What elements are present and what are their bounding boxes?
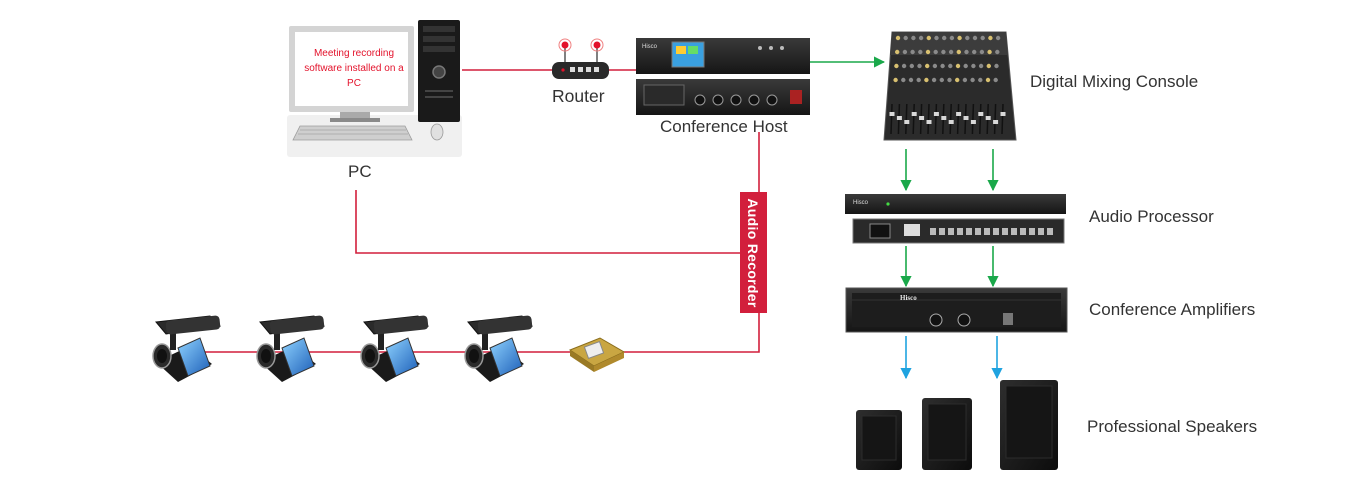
processor-ports <box>930 228 1053 235</box>
audio-processor-icon <box>845 194 1066 244</box>
conference-microphone-icon <box>256 315 326 382</box>
amplifier-icon <box>845 287 1068 333</box>
host-brand-text: Hisco <box>642 44 658 50</box>
router-icon <box>552 38 609 79</box>
audio-recorder-label: Audio Recorder <box>745 198 761 308</box>
pc-label: PC <box>348 162 372 181</box>
conference-microphone-icon <box>360 315 430 382</box>
audio-processor-label: Audio Processor <box>1089 207 1214 226</box>
pc-screen-line-2: software installed on a PC <box>304 63 404 89</box>
speakers-label: Professional Speakers <box>1087 417 1258 436</box>
conference-microphone-icon <box>152 315 222 382</box>
mixing-console-label: Digital Mixing Console <box>1030 72 1199 91</box>
floor-socket-icon <box>568 337 626 372</box>
pc-recorder-link <box>355 190 740 254</box>
speaker-icon <box>856 380 1058 470</box>
recorder-socket-link <box>622 313 760 353</box>
router-label: Router <box>552 86 605 106</box>
conference-host-icon <box>636 38 810 115</box>
desktop-computer-icon <box>287 20 462 157</box>
audio-recorder-box <box>740 192 767 313</box>
conference-host-label: Conference Host <box>660 117 788 136</box>
mixing-console-icon <box>883 31 1017 141</box>
pc-screen-text: Meeting recording software installed on … <box>300 46 408 91</box>
console-fader-row <box>889 103 1006 135</box>
pc-screen-line-1: Meeting recording <box>313 48 395 59</box>
conference-microphone-icon <box>464 315 534 382</box>
amplifier-brand-text: Hisco <box>900 294 917 302</box>
console-knob-grid <box>893 35 1001 83</box>
microphone-row <box>152 315 534 382</box>
processor-brand-text: Hisco <box>853 200 869 206</box>
amplifiers-label: Conference Amplifiers <box>1089 300 1256 319</box>
